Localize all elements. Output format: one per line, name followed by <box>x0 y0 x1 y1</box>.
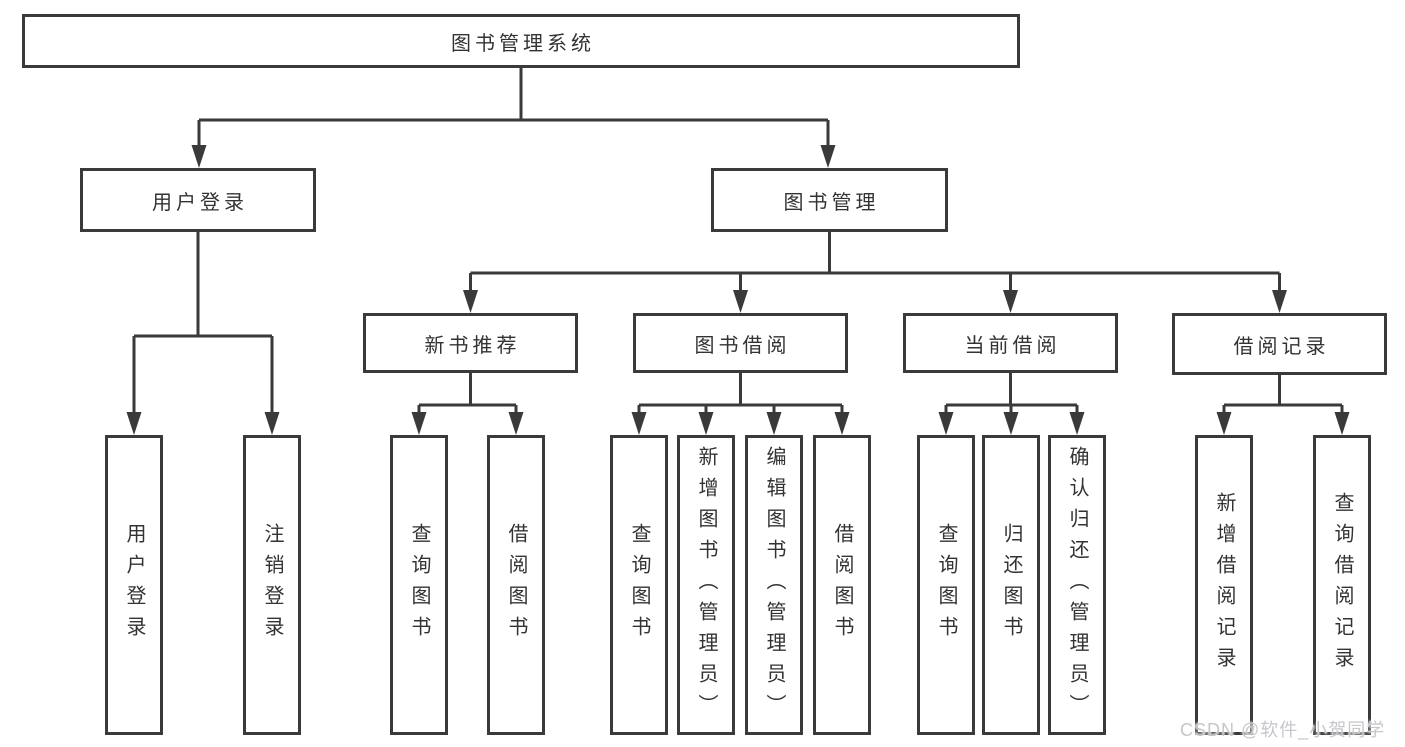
node-library-management-system: 图书管理系统 <box>22 14 1020 68</box>
node-current-borrowing-label: 当前借阅 <box>964 334 1061 357</box>
leaf-borrow-books-recommend-label: 借阅图书 <box>505 523 527 647</box>
leaf-logout: 注销登录 <box>243 435 301 735</box>
leaf-add-book-admin-label: 新增图书（管理员） <box>695 445 717 725</box>
leaf-user-login: 用户登录 <box>105 435 163 735</box>
leaf-edit-book-admin: 编辑图书（管理员） <box>745 435 803 735</box>
node-borrowing-records-label: 借阅记录 <box>1233 335 1330 358</box>
node-borrowing-records: 借阅记录 <box>1172 313 1387 375</box>
leaf-user-login-label: 用户登录 <box>123 523 145 647</box>
leaf-borrow-books: 借阅图书 <box>813 435 871 735</box>
node-library-management-system-label: 图书管理系统 <box>451 32 595 55</box>
leaf-logout-label: 注销登录 <box>261 523 283 647</box>
leaf-confirm-return-admin: 确认归还（管理员） <box>1048 435 1106 735</box>
leaf-query-books-recommend-label: 查询图书 <box>408 523 430 647</box>
leaf-query-books-current-label: 查询图书 <box>935 523 957 647</box>
node-book-borrowing: 图书借阅 <box>633 313 848 373</box>
node-book-management-label: 图书管理 <box>783 191 880 214</box>
leaf-add-borrow-record: 新增借阅记录 <box>1195 435 1253 735</box>
leaf-return-book-label: 归还图书 <box>1000 523 1022 647</box>
leaf-add-borrow-record-label: 新增借阅记录 <box>1213 492 1235 678</box>
node-user-login-label: 用户登录 <box>152 191 248 214</box>
csdn-watermark: CSDN @软件_小贺同学 <box>1180 720 1386 740</box>
node-new-book-recommendation: 新书推荐 <box>363 313 578 373</box>
leaf-add-book-admin: 新增图书（管理员） <box>677 435 735 735</box>
leaf-return-book: 归还图书 <box>982 435 1040 735</box>
leaf-query-books-borrowing: 查询图书 <box>610 435 668 735</box>
leaf-query-books-borrowing-label: 查询图书 <box>628 523 650 647</box>
node-book-management: 图书管理 <box>711 168 948 232</box>
node-user-login: 用户登录 <box>80 168 316 232</box>
node-current-borrowing: 当前借阅 <box>903 313 1118 373</box>
leaf-confirm-return-admin-label: 确认归还（管理员） <box>1066 445 1088 725</box>
node-new-book-recommendation-label: 新书推荐 <box>424 334 521 357</box>
leaf-borrow-books-recommend: 借阅图书 <box>487 435 545 735</box>
leaf-query-books-recommend: 查询图书 <box>390 435 448 735</box>
leaf-query-borrow-record: 查询借阅记录 <box>1313 435 1371 735</box>
leaf-query-books-current: 查询图书 <box>917 435 975 735</box>
leaf-edit-book-admin-label: 编辑图书（管理员） <box>763 445 785 725</box>
node-book-borrowing-label: 图书借阅 <box>694 334 791 357</box>
leaf-borrow-books-label: 借阅图书 <box>831 523 853 647</box>
leaf-query-borrow-record-label: 查询借阅记录 <box>1331 492 1353 678</box>
